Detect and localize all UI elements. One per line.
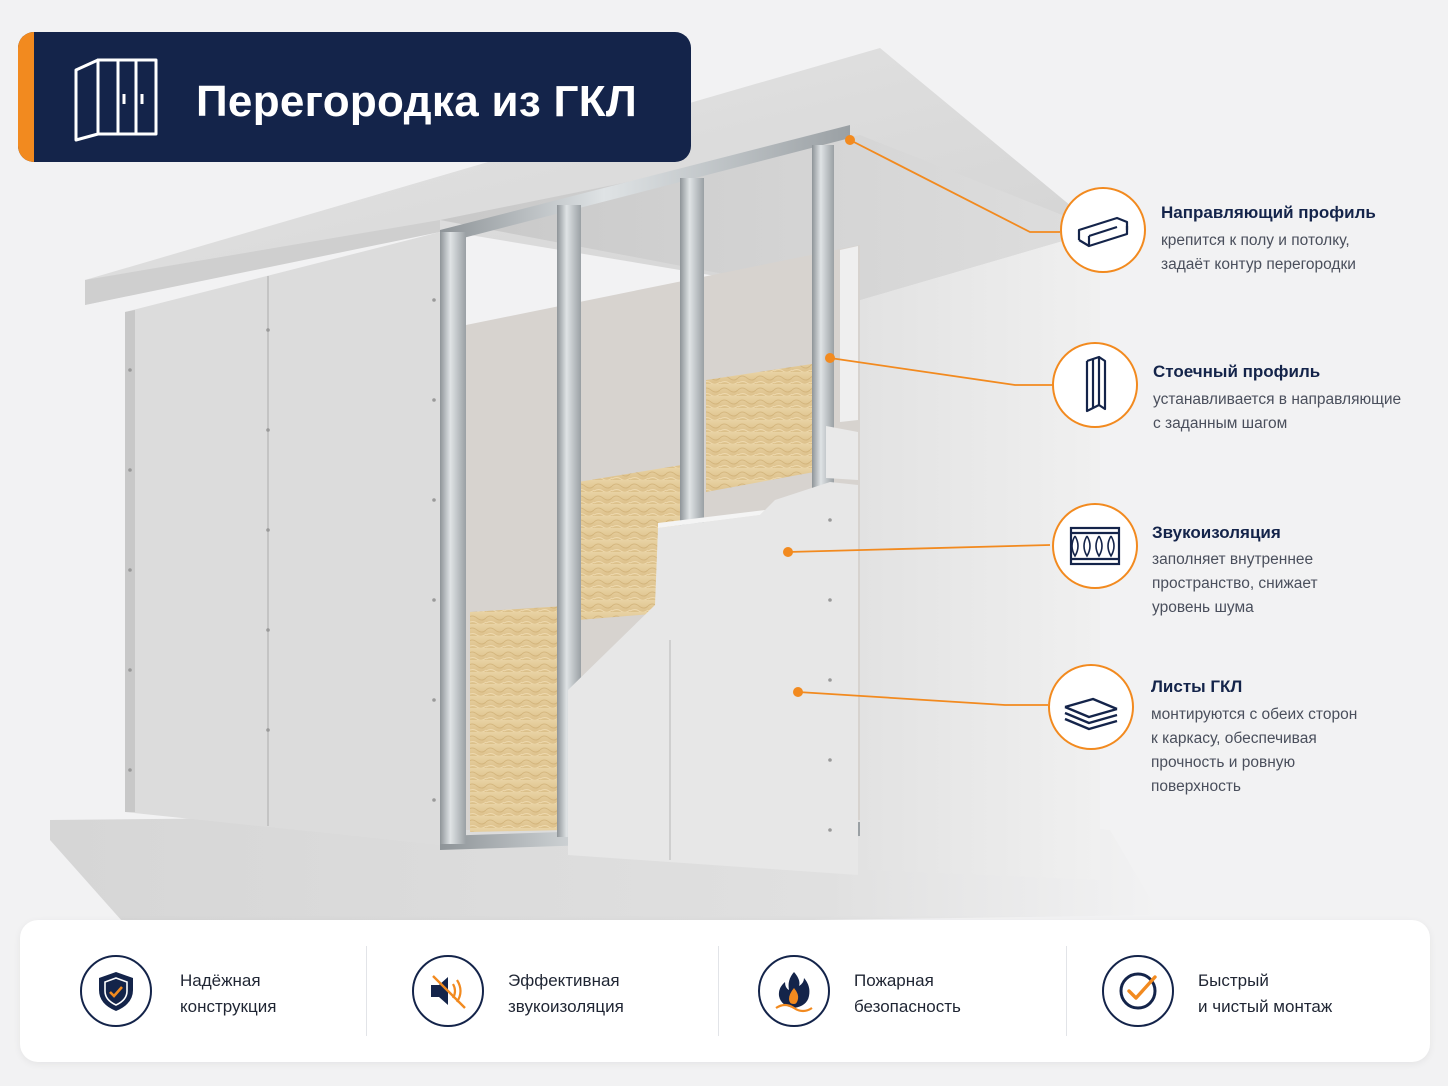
callout-icon-circle [1048,664,1134,750]
check-icon [1119,972,1157,1010]
callout-icon-circle [1052,503,1138,589]
partition-icon [74,58,158,142]
callout-line: заполняет внутреннее [1152,551,1314,568]
feature-soundproof: Эффективная звукоизоляция [412,920,712,1062]
callout-description: устанавливается в направляющие с заданны… [1153,388,1443,436]
speaker-mute-icon [431,975,466,1009]
callout-line: пространство, снижает [1152,575,1318,592]
divider [1066,946,1067,1036]
callout-line: с заданным шагом [1153,415,1288,432]
fire-icon [775,972,813,1013]
callout-heading: Стоечный профиль [1153,362,1321,381]
features-bar: Надёжная конструкция Эффективная звукоиз… [20,920,1430,1062]
callout-line: прочность и ровную [1151,754,1296,771]
feature-line: и чистый монтаж [1198,997,1333,1016]
divider [718,946,719,1036]
callout-heading: Звукоизоляция [1152,523,1281,542]
guide-profile-icon [1077,216,1129,248]
feature-line: конструкция [180,997,277,1016]
callout-line: поверхность [1151,778,1241,795]
callout-heading: Направляющий профиль [1161,203,1376,222]
feature-line: Быстрый [1198,971,1269,990]
callout-description: крепится к полу и потолку, задаёт контур… [1161,229,1441,277]
feature-label: Надёжная конструкция [180,968,276,1020]
feature-fast-install: Быстрый и чистый монтаж [1102,920,1412,1062]
sheets-stack-icon [1064,697,1118,731]
feature-icon-circle [80,955,152,1027]
callout-line: крепится к полу и потолку, [1161,232,1350,249]
title-accent-bar [18,32,34,162]
callout-line: монтируются с обеих сторон [1151,706,1358,723]
feature-line: Эффективная [508,971,620,990]
callout-line: задаёт контур перегородки [1161,256,1356,273]
feature-label: Быстрый и чистый монтаж [1198,968,1332,1020]
callout-line: уровень шума [1152,599,1254,616]
feature-label: Пожарная безопасность [854,968,961,1020]
callout-description: заполняет внутреннее пространство, снижа… [1152,548,1432,620]
callout-icon-circle [1052,342,1138,428]
divider [366,946,367,1036]
feature-fire-safety: Пожарная безопасность [758,920,1058,1062]
callout-line: устанавливается в направляющие [1153,391,1402,408]
shield-icon [99,972,133,1011]
feature-reliable: Надёжная конструкция [80,920,370,1062]
callout-line: к каркасу, обеспечивая [1151,730,1317,747]
partition-illustration [50,48,1160,930]
feature-line: Пожарная [854,971,934,990]
page-title: Перегородка из ГКЛ [196,77,638,126]
feature-line: Надёжная [180,971,261,990]
callout-description: монтируются с обеих сторон к каркасу, об… [1151,703,1431,799]
callout-heading: Листы ГКЛ [1151,677,1243,696]
feature-icon-circle [758,955,830,1027]
feature-line: звукоизоляция [508,997,624,1016]
feature-icon-circle [412,955,484,1027]
title-banner: Перегородка из ГКЛ [18,32,691,162]
callout-icon-circle [1060,187,1146,273]
feature-line: безопасность [854,997,961,1016]
feature-label: Эффективная звукоизоляция [508,968,624,1020]
stud-profile-icon [1085,355,1107,413]
feature-icon-circle [1102,955,1174,1027]
insulation-icon [1069,526,1121,566]
